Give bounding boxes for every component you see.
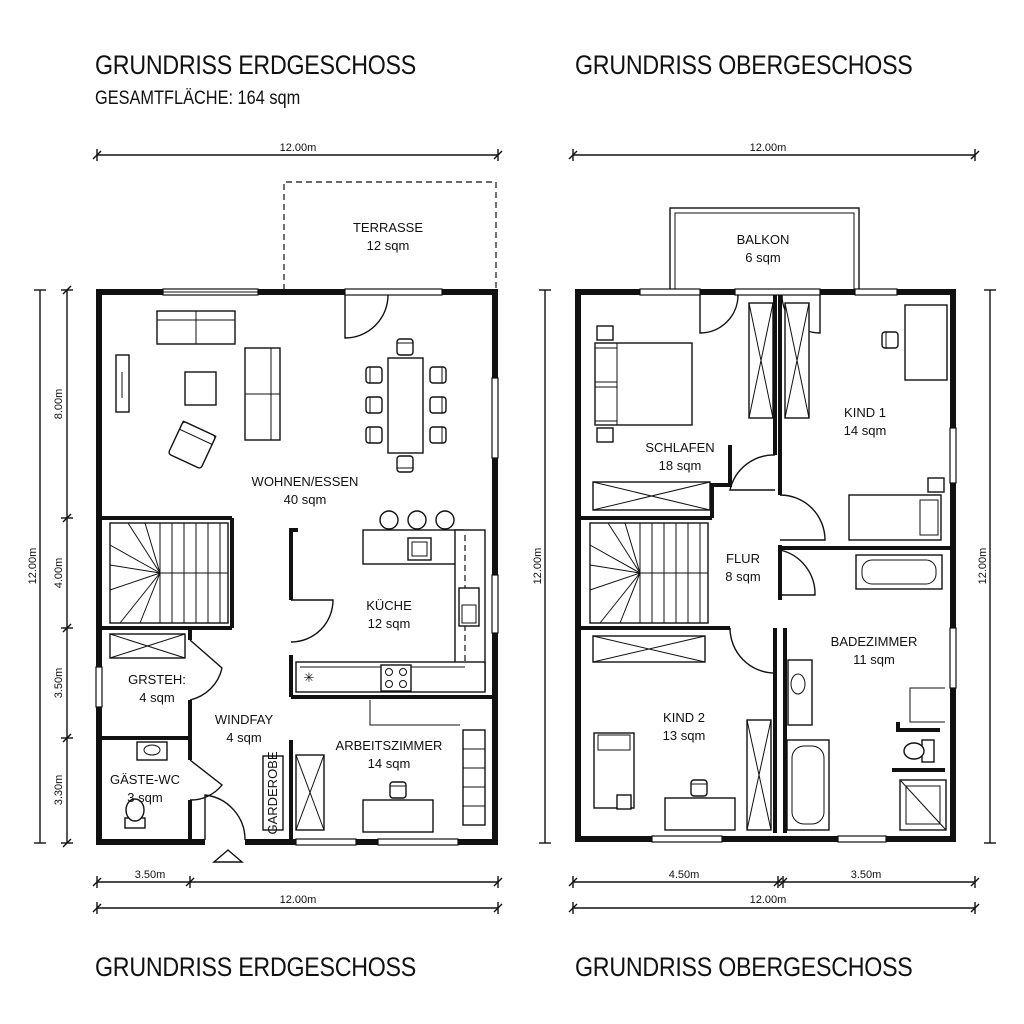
ground-floor-area-label: GESAMTFLÄCHE: 164 sqm (95, 88, 301, 109)
wohnen-name: WOHNEN/ESSEN (252, 474, 359, 489)
wohnen-area: 40 sqm (284, 492, 327, 507)
wardrobe-icon (746, 719, 772, 831)
sofa-icon (244, 347, 281, 441)
ground-dim-seg4-label: 3.30m (53, 775, 65, 806)
desk-icon (881, 304, 948, 381)
upper-dim-left: 12.00m (532, 289, 551, 844)
coffee-table-icon (184, 371, 217, 406)
arbeitszimmer-name: ARBEITSZIMMER (336, 738, 443, 753)
ground-dim-seg1-label: 8.00m (53, 389, 65, 420)
ground-floor-plan: 12.00m TERRASSE 12 sqm 12.00m 8.00m (27, 142, 503, 914)
ground-floor-title-bottom: GRUNDRISS ERDGESCHOSS (95, 952, 417, 982)
ground-dim-bottom-label: 12.00m (280, 894, 317, 906)
upper-dim-left-label: 12.00m (532, 548, 544, 585)
desk-icon (664, 779, 736, 831)
bed-icon (593, 732, 635, 810)
upper-dim-right: 12.00m (977, 289, 996, 844)
washbasin-icon (136, 741, 168, 761)
schlafen-name: SCHLAFEN (645, 440, 714, 455)
ground-floor-title: GRUNDRISS ERDGESCHOSS (95, 50, 417, 80)
wardrobe-icon (748, 302, 774, 419)
garderobe-label: GARDEROBE (265, 751, 280, 834)
cabinet-icon (295, 754, 325, 831)
washbasin-icon (787, 659, 813, 726)
badezimmer-name: BADEZIMMER (831, 634, 918, 649)
toilet-icon (903, 739, 935, 763)
upper-dim-top-label: 12.00m (750, 142, 787, 154)
upper-floor-title: GRUNDRISS OBERGESCHOSS (575, 50, 913, 80)
ground-dim-height-label: 12.00m (27, 548, 39, 585)
shelf-icon (462, 729, 486, 826)
upper-outer-walls (575, 288, 957, 843)
upper-floor-title-bottom: GRUNDRISS OBERGESCHOSS (575, 952, 913, 982)
ground-interior-walls (101, 516, 493, 840)
stove-icon (380, 664, 412, 692)
fridge-icon: ✳ (304, 670, 315, 685)
flur-name: FLUR (726, 551, 760, 566)
arbeitszimmer-area: 14 sqm (368, 756, 411, 771)
upper-dim-bottom: 4.50m 3.50m 12.00m (568, 869, 980, 914)
gaeste-wc-name: GÄSTE-WC (110, 772, 180, 787)
balkon-area: 6 sqm (745, 250, 780, 265)
flur-area: 8 sqm (725, 569, 760, 584)
staircase-icon (109, 522, 229, 624)
upper-floor-plan: 12.00m BALKON 6 sqm 12.00m 12.00m (532, 142, 996, 914)
wardrobe-icon (784, 302, 810, 419)
sofa-icon (156, 310, 236, 345)
ground-dim-top-label: 12.00m (280, 142, 317, 154)
kueche-area: 12 sqm (368, 616, 411, 631)
sink-icon (407, 537, 480, 627)
gaeste-wc-area: 3 sqm (127, 790, 162, 805)
kueche-name: KÜCHE (366, 598, 412, 613)
bathtub-icon (786, 739, 830, 831)
garderobe-cabinet (262, 755, 284, 831)
schlafen-area: 18 sqm (659, 458, 702, 473)
upper-dim-right-seg-label: 3.50m (851, 869, 882, 881)
balkon-name: BALKON (737, 232, 790, 247)
ground-dim-left: 12.00m 8.00m 4.00m 3.50m 3.30m (27, 285, 73, 848)
kind1-area: 14 sqm (844, 423, 887, 438)
gasteh-area: 4 sqm (139, 690, 174, 705)
ground-dim-seg3-label: 3.50m (53, 668, 65, 699)
bed-icon (848, 477, 945, 541)
dining-table-icon (365, 338, 447, 473)
storage-closet-icon (109, 633, 186, 659)
tv-icon (115, 354, 130, 413)
ground-dim-bottom: 3.50m 12.00m (92, 869, 503, 914)
ground-outer-walls (95, 288, 499, 846)
staircase-icon (589, 522, 709, 624)
shower-icon (899, 779, 947, 831)
windfay-name: WINDFAY (215, 712, 274, 727)
terrasse-name: TERRASSE (353, 220, 423, 235)
ground-dim-top: 12.00m (92, 142, 503, 161)
upper-dim-right-label: 12.00m (977, 548, 989, 585)
toilet-icon (124, 798, 146, 829)
terrasse-outline: TERRASSE 12 sqm (283, 181, 497, 290)
windfay-area: 4 sqm (226, 730, 261, 745)
upper-dim-top: 12.00m (568, 142, 980, 161)
wardrobe-icon (592, 635, 706, 663)
desk-icon (362, 781, 434, 833)
kind2-area: 13 sqm (663, 728, 706, 743)
terrasse-area: 12 sqm (367, 238, 410, 253)
upper-dim-bottom-label: 12.00m (750, 894, 787, 906)
bed-icon (594, 325, 693, 443)
ground-dim-left-seg-label: 3.50m (135, 869, 166, 881)
bathtub-icon (855, 554, 943, 590)
badezimmer-area: 11 sqm (853, 652, 895, 667)
upper-dim-left-seg-label: 4.50m (669, 869, 700, 881)
kind2-name: KIND 2 (663, 710, 705, 725)
kind1-name: KIND 1 (844, 405, 886, 420)
gasteh-name: GRSTEH: (128, 672, 186, 687)
armchair-icon (168, 420, 217, 469)
wardrobe-icon (592, 481, 711, 511)
ground-dim-seg2-label: 4.00m (53, 558, 65, 589)
balkon-outline: BALKON 6 sqm (669, 207, 860, 293)
